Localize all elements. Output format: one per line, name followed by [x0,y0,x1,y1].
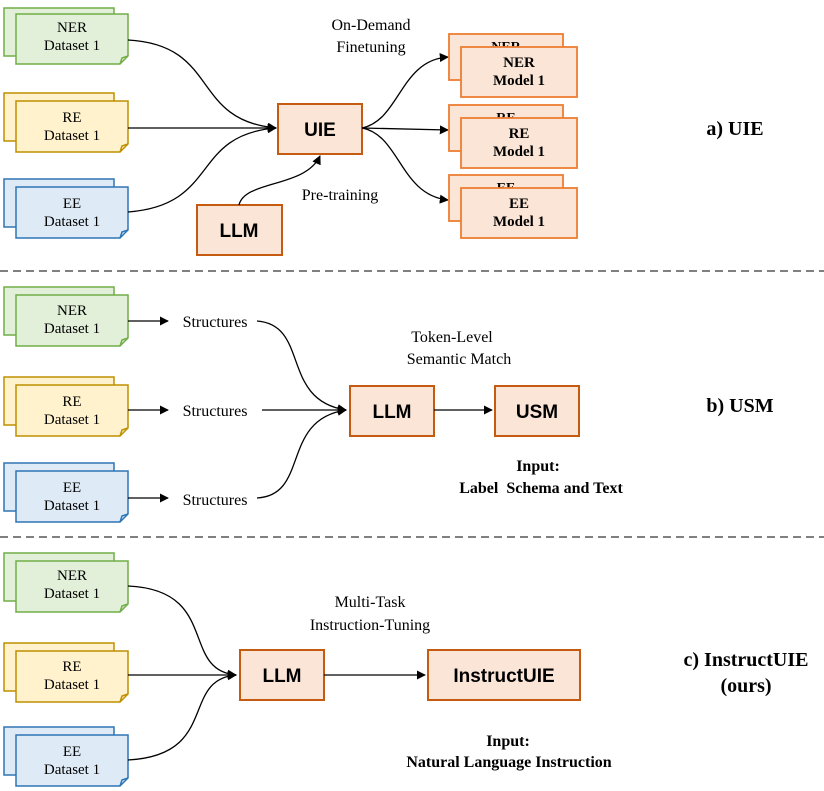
dataset-ner-c-line1: NER [57,568,87,584]
dataset-re-c-line2: Dataset 1 [44,677,100,693]
usm-input-line2: Label Schema and Text [459,480,623,497]
tuning-label-line2: Instruction-Tuning [310,617,430,634]
arrow-ner-to-llm-c [127,585,237,679]
dataset-ner-c: NER Dataset 1 [3,552,129,613]
dataset-re-a: RE Dataset 1 [3,92,129,153]
uie-box [277,103,363,155]
dataset-ner-a-line2: Dataset 1 [44,38,100,54]
panel-b-label: b) USM [706,395,773,417]
arrow-uie-to-ner-model [361,52,449,129]
dataset-re-a-line1: RE [62,110,81,126]
model-ner-line1: NER [503,55,535,71]
pretraining-label: Pre-training [302,187,378,204]
instructuie-input-line2: Natural Language Instruction [406,754,611,771]
dataset-ner-a-line1: NER [57,20,87,36]
dataset-ee-a: EE Dataset 1 [3,178,129,239]
panel-a: NER Dataset 1 RE Dataset 1 EE Dataset 1 … [3,7,764,256]
usm-input-line1: Input: [516,458,560,475]
arrow-ee-to-llm-c [127,671,237,761]
uie-label: UIE [304,120,336,141]
instructuie-box [427,649,581,701]
model-re-line1: RE [509,126,530,142]
llm-label-b: LLM [372,402,411,423]
panel-c-label-line2: (ours) [720,675,771,697]
llm-box-b [349,385,435,437]
dataset-ner-a: NER Dataset 1 [3,7,129,65]
arrow-structures1-to-llm [256,320,347,414]
dataset-ner-c-line2: Dataset 1 [44,586,100,602]
finetune-label-line2: Finetuning [336,39,405,56]
model-ee-line2: Model 1 [493,214,545,230]
dataset-ee-b: EE Dataset 1 [3,462,129,523]
instructuie-input-line1: Input: [486,733,530,750]
panel-b: NER Dataset 1 RE Dataset 1 EE Dataset 1 … [3,286,774,523]
dataset-ee-a-line2: Dataset 1 [44,214,100,230]
arrow-uie-to-re-model [361,125,449,135]
llm-label-a: LLM [219,221,258,242]
match-label-line1: Token-Level [411,329,493,346]
dataset-ee-a-line1: EE [63,196,81,212]
dataset-re-b-line1: RE [62,394,81,410]
dataset-ee-c-line1: EE [63,744,81,760]
model-ee-line1: EE [509,196,529,212]
match-label-line2: Semantic Match [407,351,511,368]
structures-1: Structures [183,314,248,331]
model-re-line2: Model 1 [493,144,545,160]
dataset-ee-c-line2: Dataset 1 [44,762,100,778]
model-ner-line2: Model 1 [493,73,545,89]
usm-label: USM [516,402,558,423]
arrow-ner-to-uie [127,39,277,132]
llm-label-c: LLM [262,666,301,687]
panel-c: NER Dataset 1 RE Dataset 1 EE Dataset 1 … [3,552,809,787]
dataset-re-c: RE Dataset 1 [3,642,129,703]
instructuie-label: InstructUIE [453,666,554,687]
dataset-re-b-line2: Dataset 1 [44,412,100,428]
arrow-uie-to-ee-model [361,127,449,204]
dataset-re-a-line2: Dataset 1 [44,128,100,144]
dataset-ner-b-line2: Dataset 1 [44,321,100,337]
dataset-ee-b-line2: Dataset 1 [44,498,100,514]
structures-3: Structures [183,492,248,509]
dataset-ner-b-line1: NER [57,303,87,319]
model-ner: NER NER Model 1 [448,33,578,98]
finetune-label-line1: On-Demand [331,17,410,34]
dataset-ee-c: EE Dataset 1 [3,726,129,787]
tuning-label-line1: Multi-Task [335,594,406,611]
panel-a-label: a) UIE [706,118,763,140]
usm-box [494,385,580,437]
arrow-llm-to-uie [238,155,321,206]
llm-box-c [239,649,325,701]
model-ee: EE EE Model 1 [448,174,578,239]
structures-2: Structures [183,403,248,420]
dataset-ner-b: NER Dataset 1 [3,286,129,347]
arrow-ee-to-uie [127,124,277,213]
dataset-ee-b-line1: EE [63,480,81,496]
model-re: RE RE Model 1 [448,104,578,169]
arrow-structures3-to-llm [256,406,347,499]
dataset-re-c-line1: RE [62,659,81,675]
dataset-re-b: RE Dataset 1 [3,376,129,437]
llm-box-a [196,204,283,256]
panel-c-label-line1: c) InstructUIE [684,649,809,671]
